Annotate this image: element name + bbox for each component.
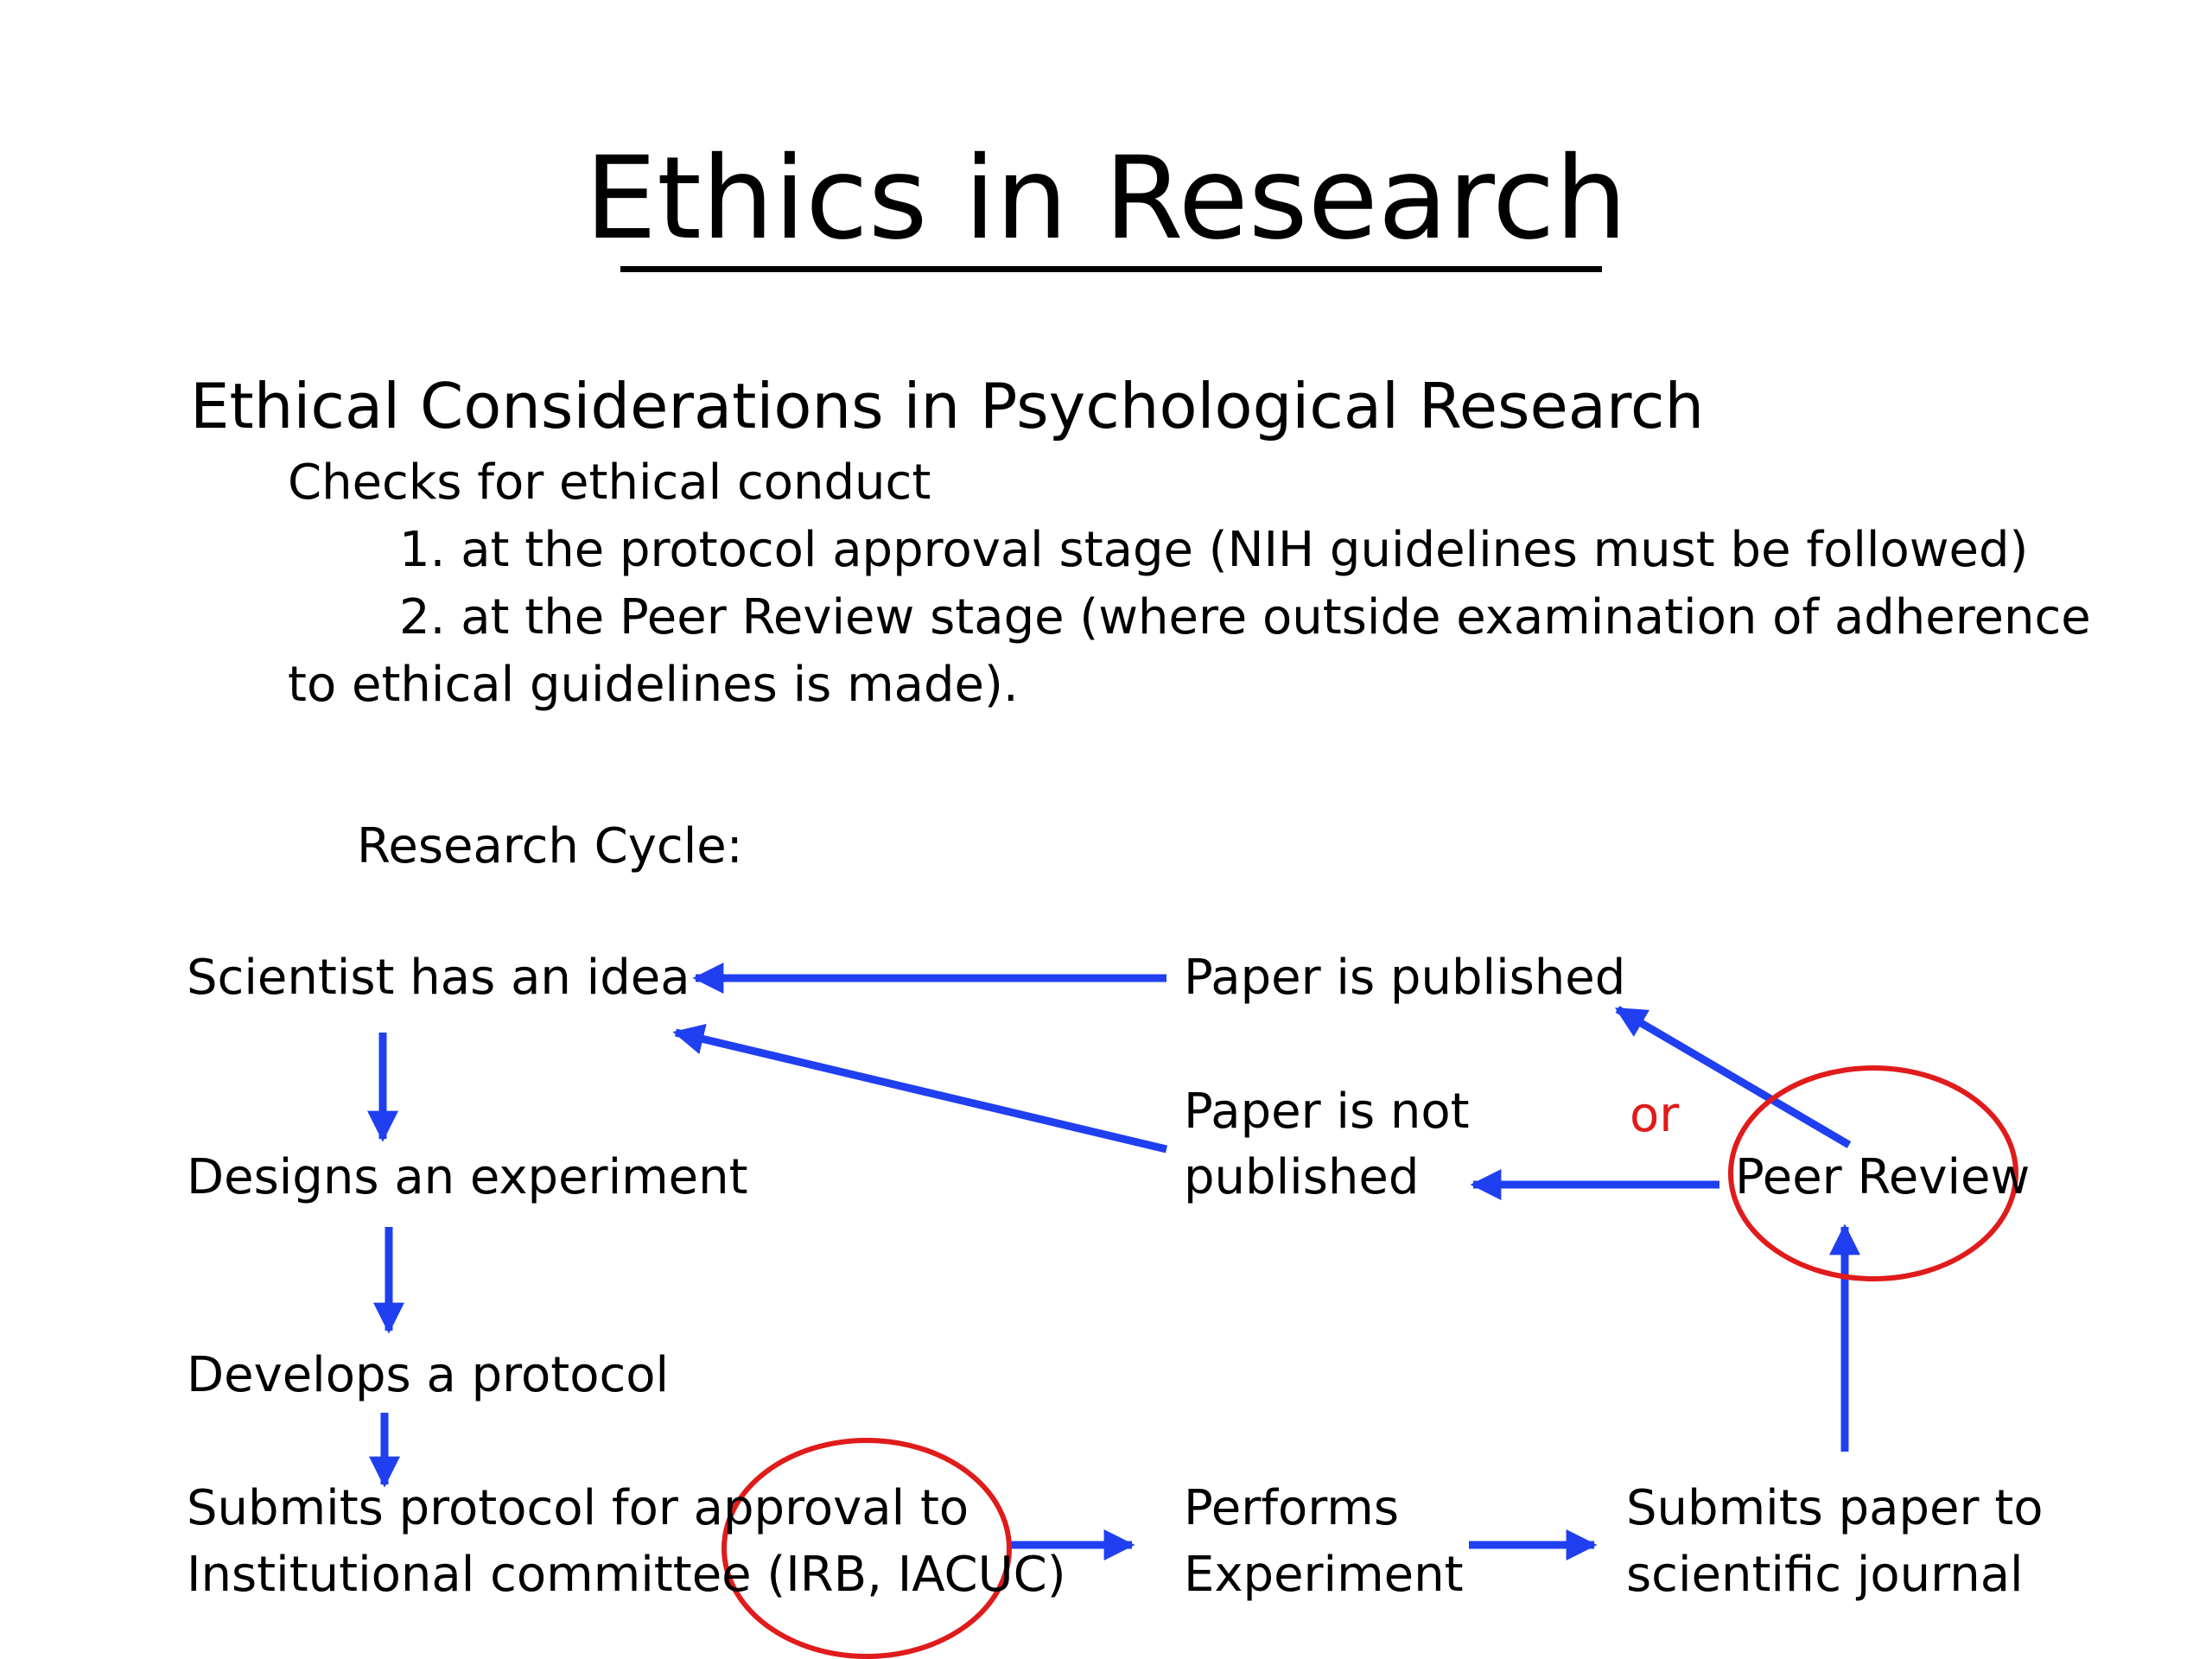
check-item-2-continuation: to ethical guidelines is made). [288,657,1019,713]
arrow-peer-review-to-published [1614,1006,1852,1148]
node-idea: Scientist has an idea [187,950,690,1006]
checks-heading: Checks for ethical conduct [288,454,931,511]
node-perform-line1: Performs [1184,1480,1399,1536]
node-perform-line2: Experiment [1184,1547,1464,1603]
arrow-not-published-to-idea [672,1023,1168,1154]
node-design: Designs an experiment [187,1149,748,1205]
node-peer-review: Peer Review [1735,1149,2031,1205]
check-item-2: 2. at the Peer Review stage (where outsi… [399,589,2091,645]
slide-subtitle: Ethical Considerations in Psychological … [190,370,1705,442]
or-label: or [1630,1087,1680,1143]
node-published: Paper is published [1184,950,1626,1006]
node-submit-paper-line1: Submits paper to [1626,1480,2044,1536]
node-not-published-line1: Paper is not [1184,1084,1470,1140]
title-underline [620,266,1602,272]
node-submit-protocol-line1: Submits protocol for approval to [187,1480,969,1536]
check-item-1: 1. at the protocol approval stage (NIH g… [399,522,2029,578]
node-submit-protocol-line2: Institutional committee (IRB, IACUC) [187,1547,1066,1603]
node-submit-paper-line2: scientific journal [1626,1547,2024,1603]
research-cycle-label: Research Cycle: [357,818,743,874]
peer-review-highlight-circle [1728,1065,2018,1281]
slide-title: Ethics in Research [584,132,1628,265]
irb-highlight-circle [721,1438,1012,1659]
node-protocol: Develops a protocol [187,1347,670,1403]
node-not-published-line2: published [1184,1149,1420,1205]
